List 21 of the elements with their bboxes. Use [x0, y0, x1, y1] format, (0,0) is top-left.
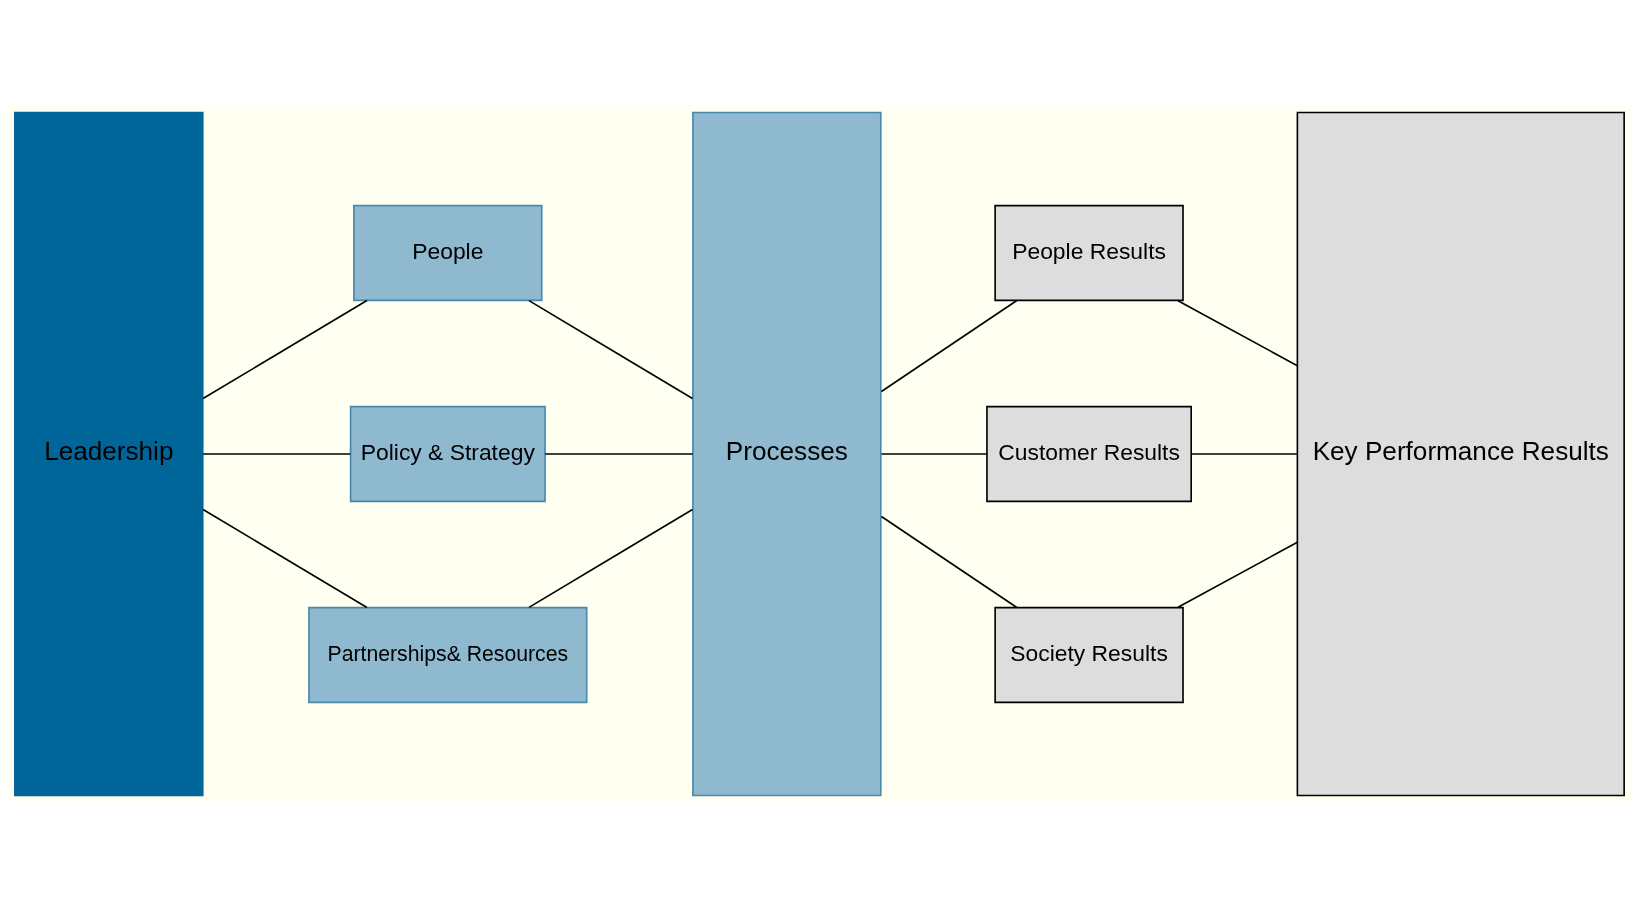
connector [202, 452, 352, 455]
node-box: People [353, 204, 543, 301]
connector [1177, 299, 1299, 367]
connector [880, 299, 1018, 392]
connector [528, 508, 694, 608]
connector [880, 452, 988, 455]
connector [1190, 452, 1298, 455]
node-box: Customer Results [986, 405, 1192, 502]
connector [202, 299, 368, 399]
node-box: Processes [692, 111, 882, 796]
node-box: Leadership [14, 111, 204, 796]
node-box: Policy & Strategy [349, 405, 546, 502]
connector [544, 452, 694, 455]
node-box: Society Results [994, 606, 1184, 703]
connector [880, 515, 1018, 608]
connector [202, 508, 368, 608]
node-box: Partnerships& Resources [308, 606, 588, 703]
node-box: People Results [994, 204, 1184, 301]
connector [1177, 540, 1299, 608]
node-box: Key Performance Results [1296, 111, 1625, 796]
connector [528, 299, 694, 399]
